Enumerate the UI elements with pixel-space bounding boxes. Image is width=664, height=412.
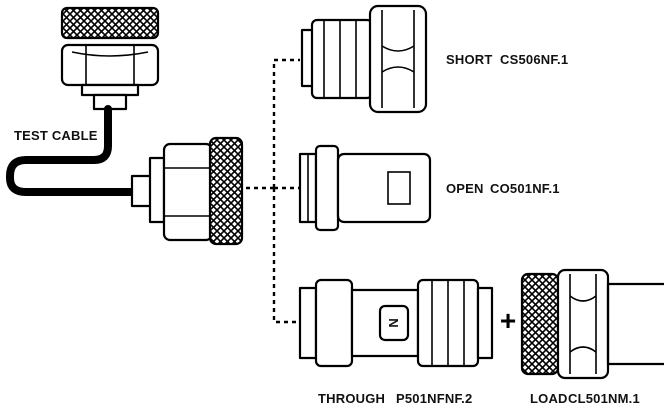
plus-sign: + bbox=[500, 305, 516, 336]
test-cable-side-connector bbox=[130, 136, 244, 246]
label-test-cable: TEST CABLE bbox=[14, 128, 98, 143]
load-standard bbox=[520, 268, 664, 380]
side-collar bbox=[148, 156, 166, 224]
open-standard bbox=[298, 144, 432, 232]
through-adapter: N bbox=[298, 278, 494, 368]
label-open: OPEN bbox=[446, 181, 484, 196]
top-hex-body bbox=[60, 43, 160, 87]
label-open-part: CO501NF.1 bbox=[490, 181, 560, 196]
connection-line-short bbox=[272, 58, 300, 188]
label-short-part: CS506NF.1 bbox=[500, 52, 568, 67]
through-marking-box bbox=[378, 304, 410, 342]
label-through: THROUGH bbox=[318, 391, 385, 406]
through-marking-letter: N bbox=[386, 318, 401, 328]
label-short: SHORT bbox=[446, 52, 493, 67]
label-load: LOAD bbox=[530, 391, 568, 406]
label-load-part: CL501NM.1 bbox=[568, 391, 640, 406]
side-knurled-nut bbox=[208, 136, 244, 246]
label-through-part: P501NFNF.2 bbox=[396, 391, 472, 406]
top-knurled-nut bbox=[60, 6, 160, 40]
load-knurled-nut bbox=[520, 272, 560, 376]
connection-line-through bbox=[272, 188, 300, 324]
side-hex-body bbox=[162, 142, 214, 242]
top-collar bbox=[80, 83, 140, 97]
test-cable-top-connector bbox=[60, 6, 160, 111]
test-cable bbox=[6, 105, 144, 196]
short-standard bbox=[300, 4, 428, 114]
